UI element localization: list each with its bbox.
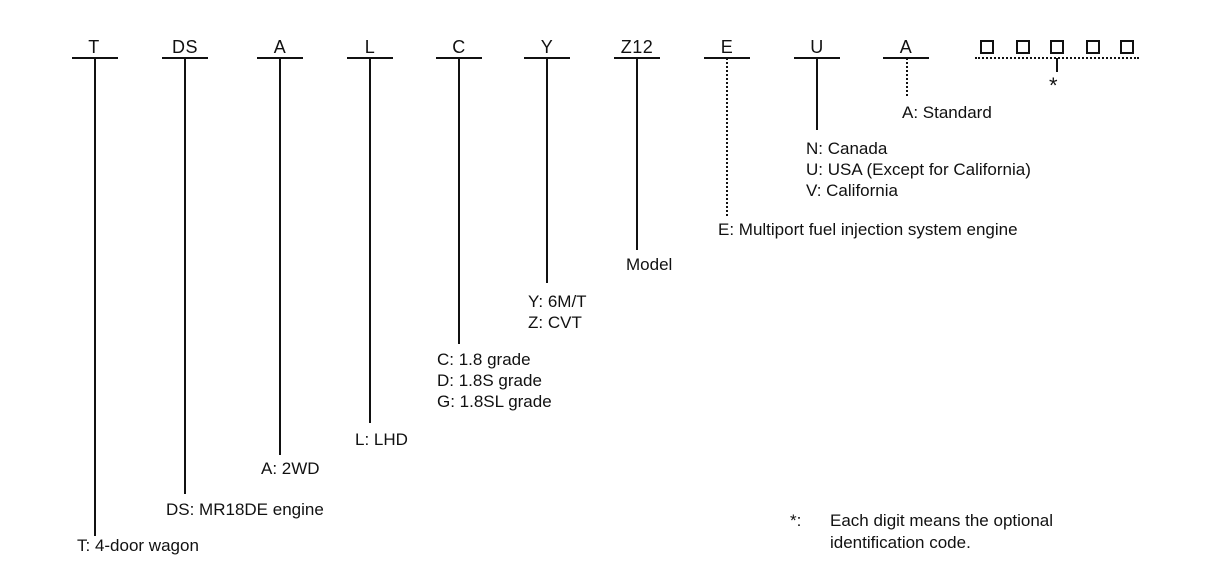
code-letter-a: A (273, 37, 287, 57)
stem-c (458, 58, 460, 344)
desc-model: Model (626, 255, 673, 274)
optional-note-line-2: identification code. (830, 533, 971, 552)
desc-destination-n: N: Canada (806, 139, 888, 158)
desc-destination-v: V: California (806, 181, 898, 200)
desc-ds: DS: MR18DE engine (166, 500, 324, 519)
optional-note-line-1: Each digit means the optional (830, 511, 1054, 530)
code-letter-l: L (364, 37, 376, 57)
stem-u (816, 58, 818, 130)
stem-a (279, 58, 281, 455)
desc-engine-type: E: Multiport fuel injection system engin… (718, 220, 1018, 239)
optional-code-box-2 (1016, 40, 1030, 54)
desc-transmission-block: Y: 6M/T Z: CVT (528, 291, 587, 333)
stem-ds (184, 58, 186, 494)
optional-code-star: * (1049, 73, 1058, 98)
optional-note-star: *: (790, 511, 802, 530)
desc-a: A: 2WD (261, 459, 320, 478)
code-letter-e: E (720, 37, 734, 57)
desc-destination-u: U: USA (Except for California) (806, 160, 1031, 179)
stem-y (546, 58, 548, 283)
code-letter-u: U (810, 37, 824, 57)
stem-t (94, 58, 96, 536)
stem-l (369, 58, 371, 423)
desc-transmission-y: Y: 6M/T (528, 292, 587, 311)
optional-note-block: Each digit means the optional identifica… (830, 510, 1053, 554)
optional-code-box-1 (980, 40, 994, 54)
stem-a-standard (906, 58, 908, 96)
code-letter-z12: Z12 (620, 37, 654, 57)
desc-t: T: 4-door wagon (77, 536, 199, 555)
stem-optional (1056, 58, 1058, 72)
desc-grade-c: C: 1.8 grade (437, 350, 531, 369)
code-letter-t: T (88, 37, 100, 57)
desc-destination-block: N: Canada U: USA (Except for California)… (806, 138, 1031, 201)
code-letter-a-standard: A (899, 37, 913, 57)
desc-grade-d: D: 1.8S grade (437, 371, 542, 390)
optional-code-box-3 (1050, 40, 1064, 54)
desc-standard: A: Standard (902, 103, 992, 122)
code-letter-y: Y (540, 37, 554, 57)
optional-code-box-5 (1120, 40, 1134, 54)
code-letter-ds: DS (171, 37, 198, 57)
desc-grade-g: G: 1.8SL grade (437, 392, 552, 411)
stem-e (726, 58, 728, 216)
optional-code-box-4 (1086, 40, 1100, 54)
desc-grade-block: C: 1.8 grade D: 1.8S grade G: 1.8SL grad… (437, 349, 552, 412)
stem-z12 (636, 58, 638, 250)
desc-transmission-z: Z: CVT (528, 313, 582, 332)
desc-l: L: LHD (355, 430, 408, 449)
code-letter-c: C (452, 37, 466, 57)
